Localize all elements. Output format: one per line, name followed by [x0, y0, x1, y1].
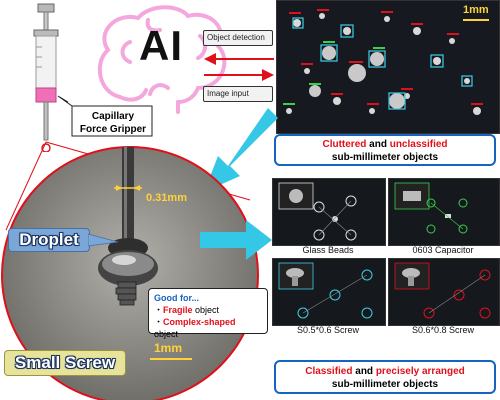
grid-photo-s06-screw	[388, 258, 500, 326]
precisely-arranged-word: precisely arranged	[375, 366, 465, 377]
caption-s05-screw: S0.5*0.6 Screw	[296, 325, 360, 335]
scale-label-top: 1mm	[463, 4, 489, 16]
image-input-tag: Image input	[203, 86, 273, 102]
arranged-line1: Classified and precisely arranged	[276, 365, 494, 378]
good-for-item-fragile: ・Fragile object	[154, 305, 220, 315]
object-detection-tag: Object detection	[203, 30, 273, 46]
ai-label: AI	[139, 22, 183, 69]
fragile-rest: object	[192, 305, 220, 315]
scale-bar-top	[463, 19, 489, 21]
arranged-line2: sub-millimeter objects	[331, 379, 439, 390]
fragile-word: Fragile	[163, 305, 193, 315]
double-arrow-icon	[204, 53, 274, 81]
droplet-label: Droplet	[8, 228, 90, 252]
magnified-circle-view	[1, 141, 259, 400]
grid-photo-s05-screw	[272, 258, 386, 326]
caption-capacitor: 0603 Capacitor	[412, 245, 474, 255]
good-for-title: Good for...	[154, 293, 199, 303]
complex-word: Complex-shaped	[163, 317, 236, 327]
caption-glass-beads: Glass Beads	[302, 245, 354, 255]
unclassified-word: unclassified	[389, 139, 448, 150]
small-screw-label: Small Screw	[4, 350, 126, 376]
brain-icon	[98, 5, 227, 114]
complex-rest: object	[154, 329, 179, 339]
capillary-width-label: 0.31mm	[146, 192, 187, 204]
grid-photo-capacitor	[388, 178, 500, 246]
gripper-label: Capillary Force Gripper	[79, 111, 147, 135]
grid-photo-glass-beads	[272, 178, 386, 246]
gripper-bubble-shape	[57, 95, 153, 137]
cluttered-word: Cluttered	[322, 139, 367, 150]
syringe-icon	[33, 3, 59, 152]
cluttered-line1: Cluttered and unclassified	[276, 138, 494, 151]
cyan-diagonal-arrow-icon	[204, 108, 278, 192]
cluttered-objects-photo: 1mm	[276, 0, 500, 134]
cyan-right-arrow-icon	[200, 220, 272, 260]
cluttered-objects-box: Cluttered and unclassified sub-millimete…	[274, 134, 496, 166]
cluttered-line2: sub-millimeter objects	[331, 152, 439, 163]
and-word-top: and	[366, 139, 390, 150]
classified-word: Classified	[305, 366, 353, 377]
scale-label-circle: 1mm	[154, 341, 183, 355]
and-word-bottom: and	[352, 366, 376, 377]
good-for-item-complex: ・Complex-shaped object	[154, 317, 236, 339]
droplet-pointer	[88, 233, 119, 247]
good-for-box: Good for... ・Fragile object ・Complex-sha…	[148, 288, 268, 339]
caption-s06-screw: S0.6*0.8 Screw	[411, 325, 475, 335]
arranged-objects-box: Classified and precisely arranged sub-mi…	[274, 360, 496, 394]
